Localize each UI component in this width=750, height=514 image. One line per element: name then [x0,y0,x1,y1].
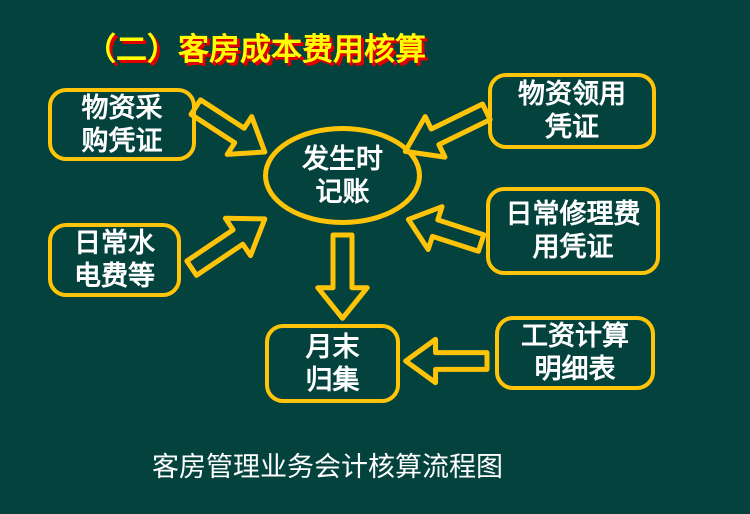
diagram-caption: 客房管理业务会计核算流程图 [152,452,503,482]
node-purchase-voucher: 物资采 购凭证 [48,88,196,161]
block-arrow-icon-requisition-to-record [392,88,497,175]
node-repair-voucher: 日常修理费 用凭证 [486,187,660,275]
node-utilities: 日常水 电费等 [48,223,181,297]
node-salary-detail-sheet: 工资计算 明细表 [495,316,655,390]
node-month-end-collection: 月末 归集 [265,324,400,403]
block-arrow-icon-utilities-to-record [177,196,281,289]
block-arrow-icon-record-to-month-end [314,235,371,320]
block-arrow-icon-salary-to-month-end [404,336,487,386]
block-arrow-icon-repair-to-record [399,194,489,268]
block-arrow-icon-purchase-to-record [182,85,281,174]
node-requisition-voucher: 物资领用 凭证 [488,73,656,149]
node-record-on-occurrence: 发生时 记账 [263,126,422,225]
slide-title: （二）客房成本费用核算 [85,32,426,67]
